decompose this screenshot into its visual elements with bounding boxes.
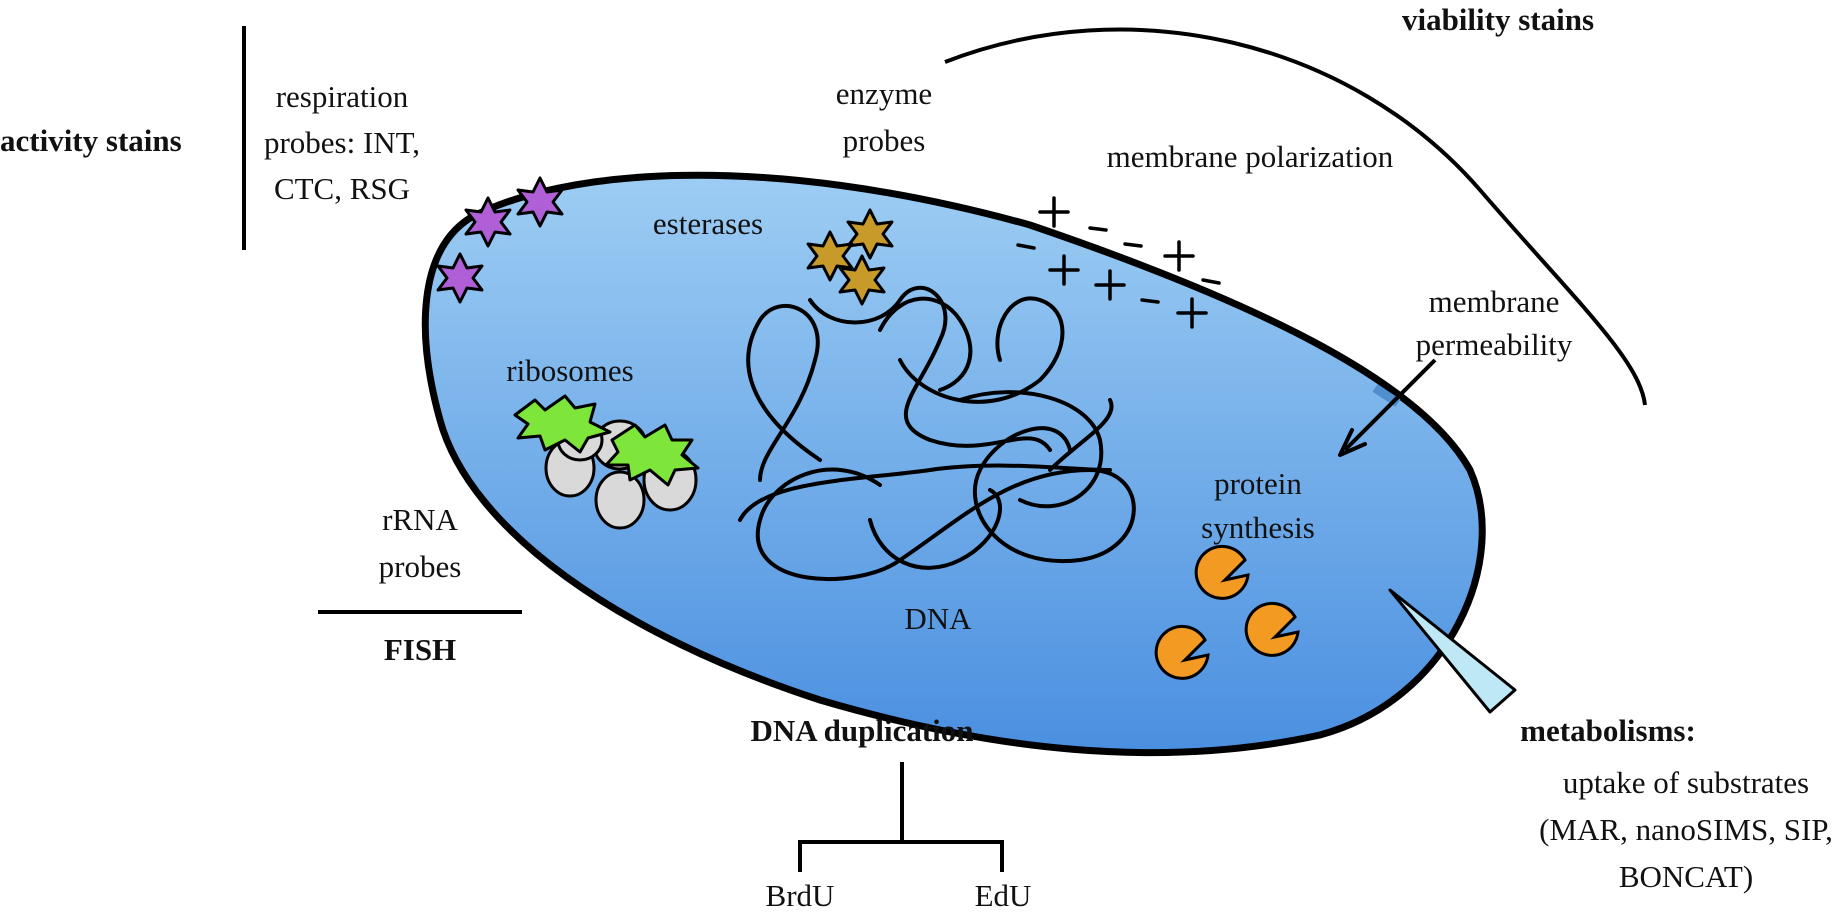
star-icon [846, 208, 894, 260]
metabolisms-label: metabolisms: [1520, 713, 1696, 748]
activity-stains-label: activity stains [0, 123, 182, 158]
ribosome-cluster [513, 394, 700, 530]
viability-stains-label: viability stains [1402, 2, 1594, 37]
star-icon [464, 196, 512, 248]
dna-duplication-label: DNA duplication [750, 713, 973, 748]
membrane-permeability-line-2: permeability [1416, 327, 1573, 362]
dna-coil [738, 285, 1136, 581]
brdu-label: BrdU [766, 878, 835, 913]
uptake-line-3: BONCAT) [1619, 859, 1753, 894]
viability-arc [944, 27, 1647, 406]
star-icon [838, 254, 886, 306]
protein-synthesis-line-1: protein [1214, 466, 1302, 501]
membrane-polarization-label: membrane polarization [1107, 139, 1394, 174]
uptake-line-2: (MAR, nanoSIMS, SIP, [1539, 812, 1833, 847]
protein-synthesis-line-2: synthesis [1201, 510, 1315, 545]
dna-duplication-bracket [798, 762, 1004, 872]
permeability-arrow-line [1343, 358, 1437, 452]
star-icon [806, 230, 854, 282]
uptake-line-1: uptake of substrates [1563, 765, 1809, 800]
respiration-probes-line-3: CTC, RSG [274, 171, 410, 206]
rrna-probes-line-2: probes [379, 549, 462, 584]
star-icon [436, 252, 484, 304]
dna-label: DNA [904, 601, 972, 636]
enzyme-probes-line-2: probes [843, 123, 926, 158]
membrane-charges [1016, 196, 1221, 329]
respiration-probes-line-1: respiration [276, 79, 409, 114]
edu-label: EdU [975, 878, 1032, 913]
fish-label: FISH [384, 632, 456, 667]
permeability-arrow-head [1338, 428, 1367, 457]
esterases-label: esterases [653, 206, 763, 241]
rrna-probes-line-1: rRNA [382, 502, 458, 537]
respiration-probe-stars [436, 176, 564, 304]
enzyme-probes-line-1: enzyme [836, 76, 932, 111]
protein-pacmen [1154, 544, 1300, 680]
star-icon [516, 176, 564, 228]
ribosomes-label: ribosomes [506, 353, 633, 388]
membrane-permeability-line-1: membrane [1429, 284, 1560, 319]
respiration-probes-line-2: probes: INT, [264, 125, 420, 160]
bacterial-cell [421, 171, 1486, 757]
uptake-channel [1388, 588, 1517, 714]
esterase-stars [806, 208, 894, 306]
